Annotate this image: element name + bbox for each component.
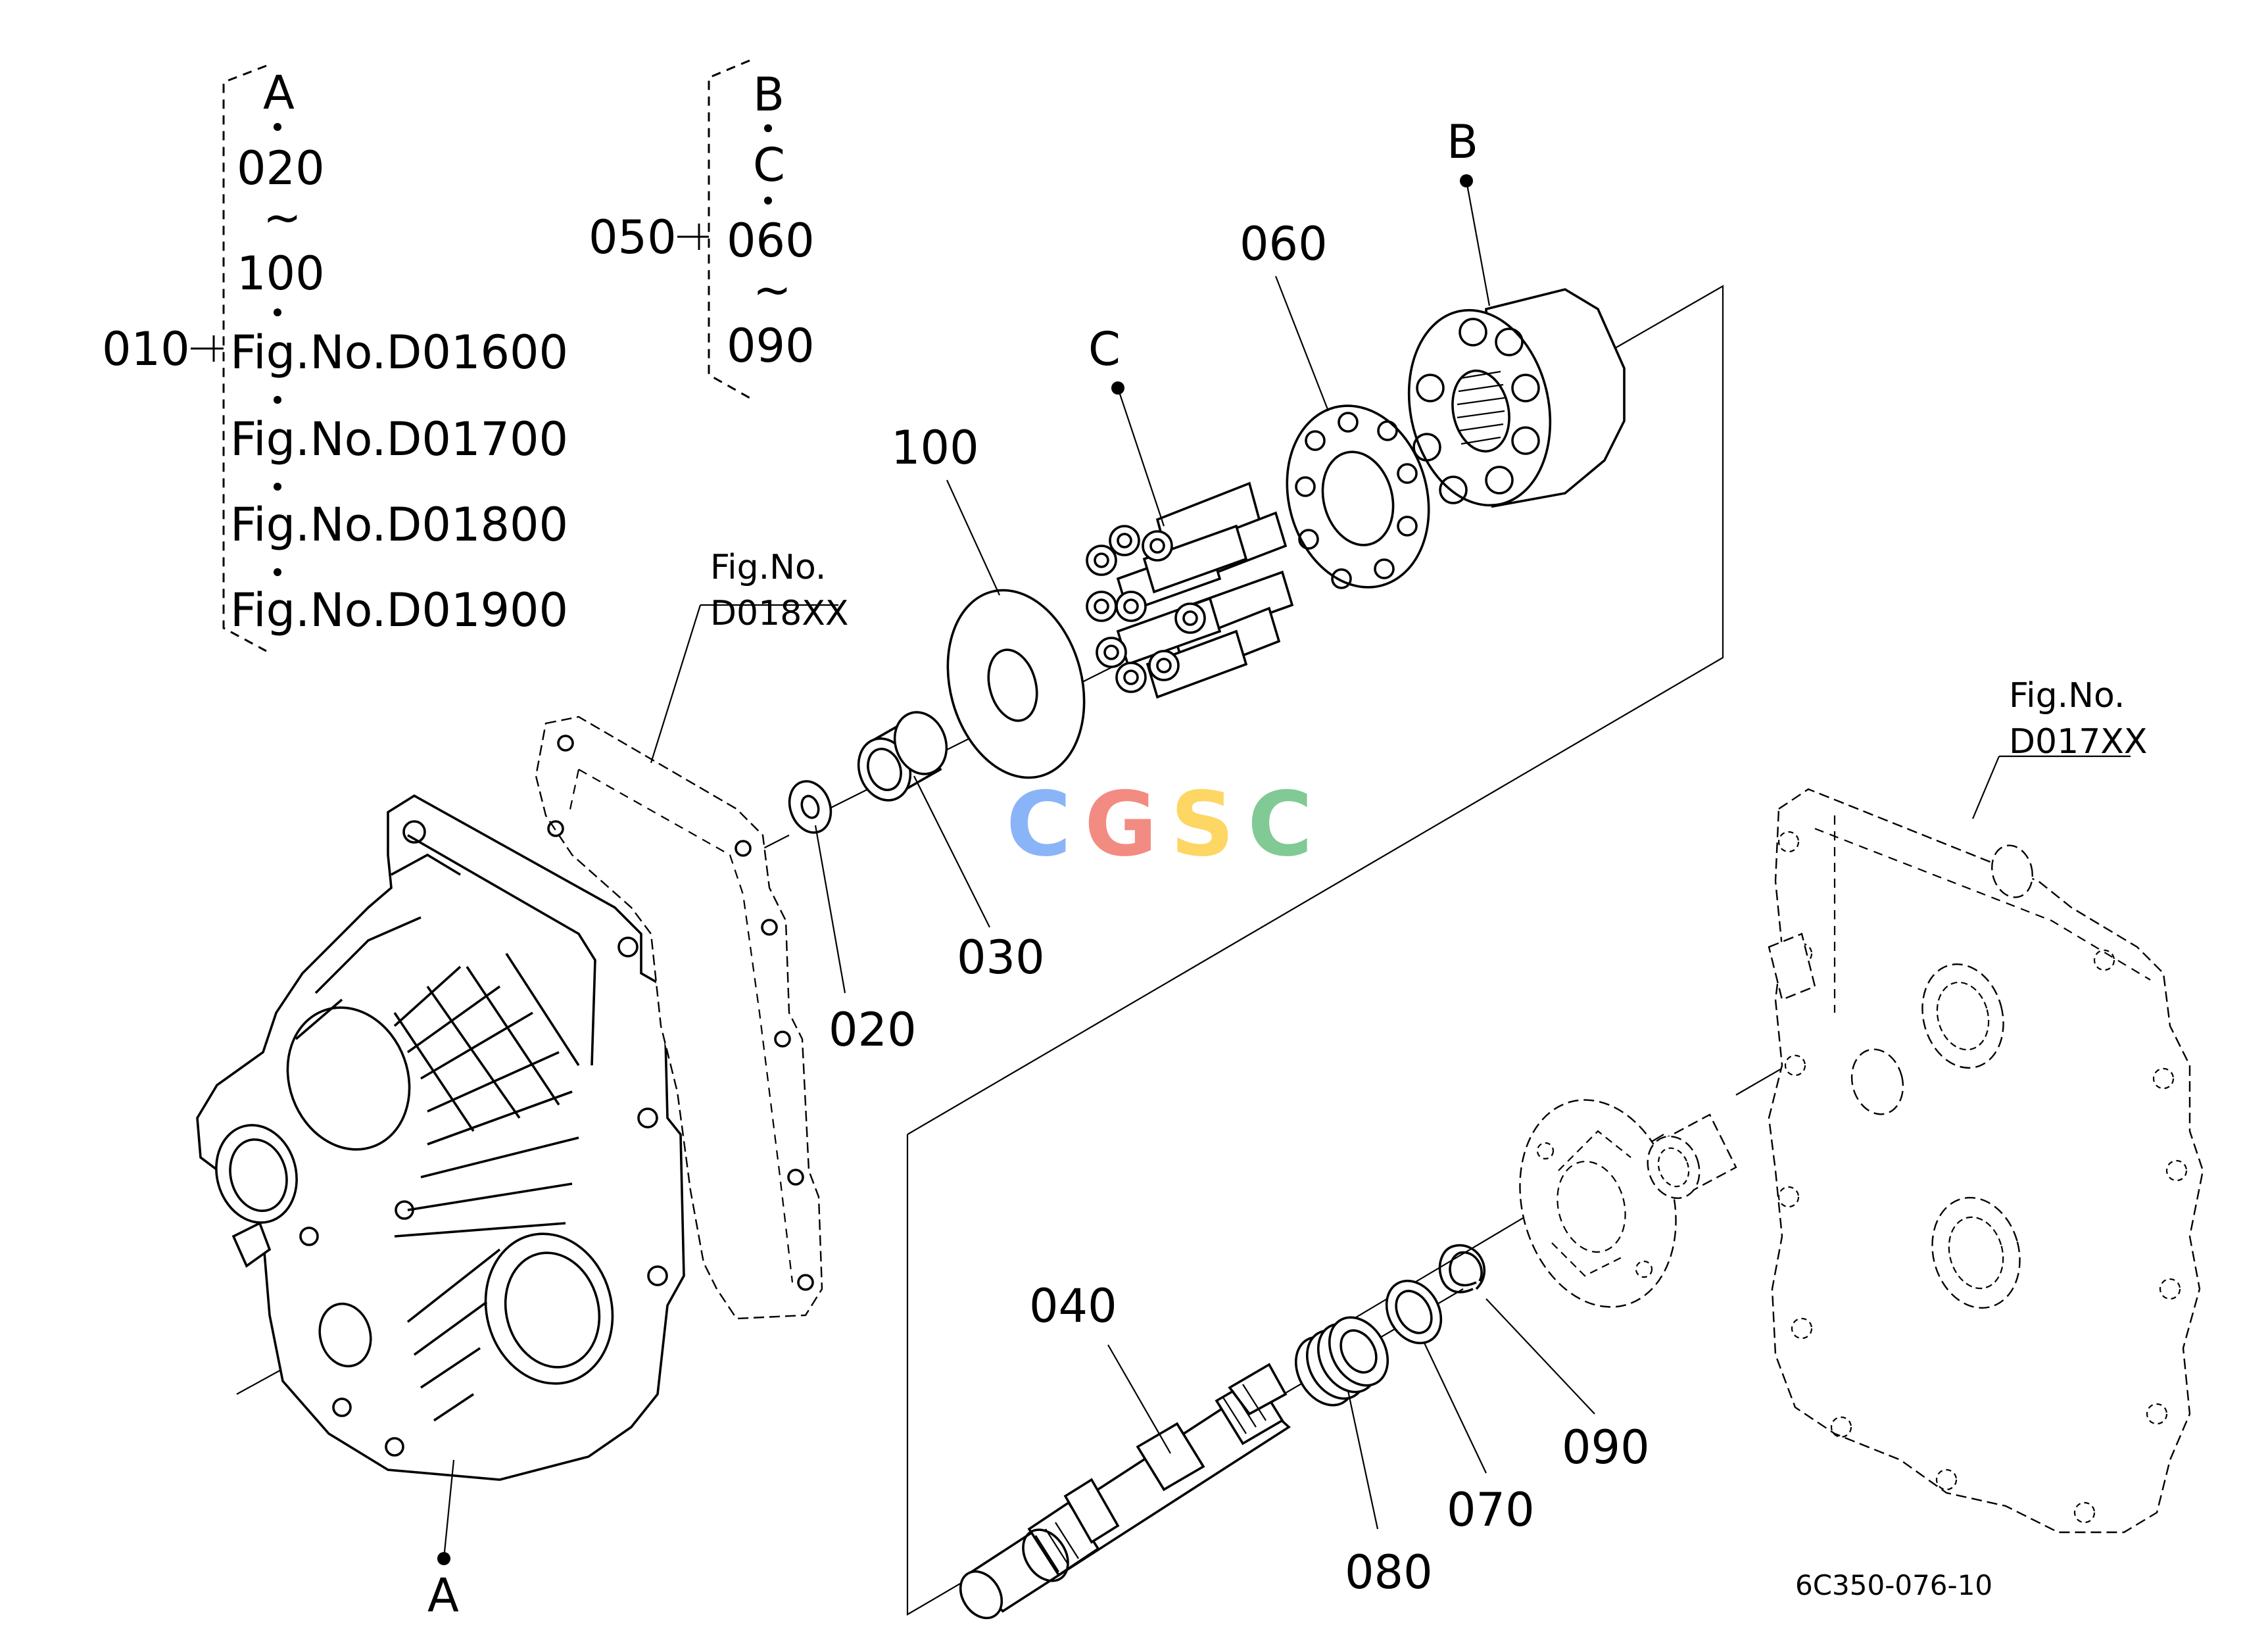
washer-020 [788, 780, 832, 834]
group-010-item: 020 [237, 141, 325, 195]
group-010-item: ~ [263, 191, 302, 245]
callout-ref-c: C [1088, 322, 1121, 376]
callout-100: 100 [891, 421, 979, 475]
watermark-letter: C [1247, 773, 1326, 876]
fig-ref-left-line1: Fig.No. [710, 548, 826, 587]
callout-040: 040 [1029, 1279, 1117, 1333]
fig-ref-left-line2: D018XX [710, 594, 849, 633]
callout-070: 070 [1447, 1483, 1535, 1537]
fig-ref-right: Fig.No. D017XX [2009, 676, 2148, 762]
group-010-part-no: 010 [102, 322, 190, 376]
watermark-letter: S [1170, 773, 1247, 876]
thrust-plate-100 [946, 589, 1086, 779]
group-050-part-no: 050 [589, 210, 677, 264]
group-010-item: 100 [237, 247, 325, 301]
group-010-item: Fig.No.D01900 [230, 583, 568, 637]
fig-ref-right-line1: Fig.No. [2009, 676, 2125, 716]
group-010-item: A [263, 66, 295, 120]
watermark-letter: C [1006, 773, 1084, 876]
group-050-item: 060 [727, 214, 815, 268]
callout-080: 080 [1345, 1545, 1433, 1599]
retainer-plate-060 [1286, 404, 1430, 589]
callout-030: 030 [957, 931, 1045, 984]
bushing-030 [857, 711, 948, 802]
group-050-item: B [753, 68, 784, 122]
rear-housing-d017xx [1768, 788, 2204, 1534]
gasket-left [535, 716, 823, 1320]
group-010-item: Fig.No.D01700 [230, 412, 568, 466]
watermark-text: CGSC [1006, 773, 1326, 876]
group-050-list: 050 B C 060 ~ 090 [589, 59, 815, 399]
callout-060: 060 [1240, 217, 1328, 271]
group-050-item: C [753, 138, 785, 192]
drawing-reference: 6C350-076-10 [1795, 1569, 1992, 1601]
fig-ref-left: Fig.No. D018XX [710, 548, 849, 633]
leader-lines [437, 174, 2131, 1565]
group-010-item: Fig.No.D01600 [230, 326, 568, 379]
callout-090: 090 [1562, 1420, 1650, 1474]
circlip-090 [1438, 1244, 1485, 1294]
group-050-item: 090 [727, 319, 815, 373]
fig-ref-right-line2: D017XX [2009, 722, 2148, 762]
port-plate [1519, 1099, 1677, 1308]
shaft-040 [959, 1363, 1291, 1620]
group-010-list: 010 A 020 ~ 100 Fig.No.D01600 Fig.No.D01… [102, 64, 568, 652]
callout-ref-a: A [427, 1568, 459, 1622]
callout-020: 020 [829, 1003, 917, 1057]
group-050-item: ~ [753, 263, 792, 317]
callout-labels: 020 030 040 060 070 080 090 100 A B C [427, 115, 1650, 1622]
ring-070 [1385, 1279, 1443, 1345]
callout-ref-b: B [1447, 115, 1478, 169]
bushing-right [1647, 1113, 1737, 1200]
cylinder-block-b [1407, 288, 1626, 508]
group-010-item: Fig.No.D01800 [230, 498, 568, 552]
piston-group-c [1086, 481, 1294, 699]
watermark-letter: G [1084, 773, 1170, 876]
spring-080 [1294, 1316, 1389, 1407]
transmission-housing-a [196, 794, 685, 1481]
watermark: CGSC [1006, 773, 1326, 876]
